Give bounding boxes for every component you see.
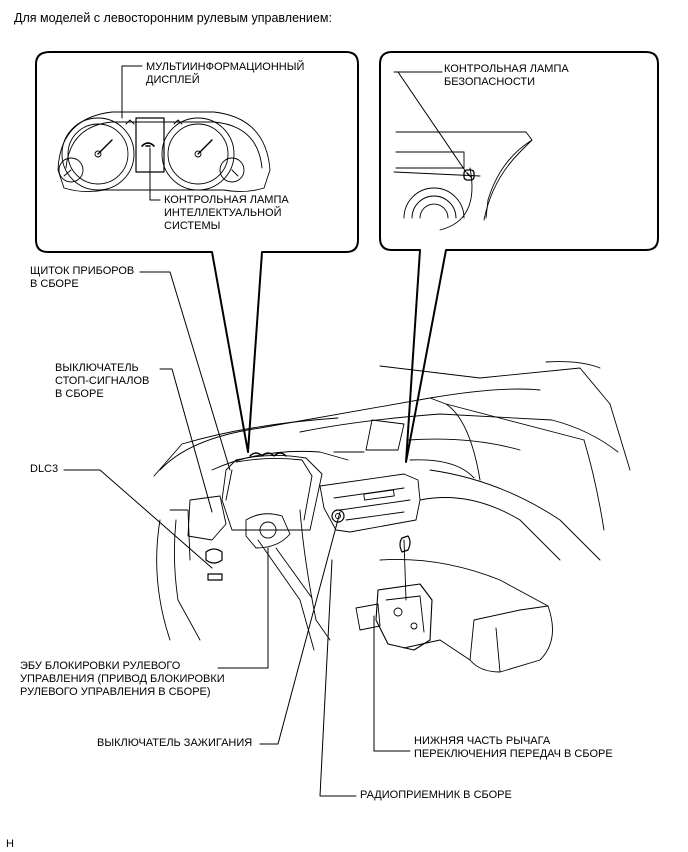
multi-display-label-1: МУЛЬТИИНФОРМАЦИОННЫЙ (146, 61, 305, 73)
dash-center-illustration (393, 131, 533, 231)
combination-meter-label-1: ЩИТОК ПРИБОРОВ (30, 265, 135, 277)
dashboard-illustration (153, 361, 631, 673)
stop-lamp-switch-label-1: ВЫКЛЮЧАТЕЛЬ (55, 362, 139, 374)
smart-lamp-label-1: КОНТРОЛЬНАЯ ЛАМПА (164, 194, 289, 206)
shift-lever-label-1: НИЖНЯЯ ЧАСТЬ РЫЧАГА (414, 735, 551, 747)
steering-lock-ecu-label-3: РУЛЕВОГО УПРАВЛЕНИЯ В СБОРЕ) (20, 686, 211, 698)
stop-lamp-switch-label-2: СТОП-СИГНАЛОВ (55, 375, 150, 387)
combination-meter-label-2: В СБОРЕ (30, 278, 79, 290)
dlc3-label: DLC3 (30, 463, 59, 475)
smart-lamp-label-3: СИСТЕМЫ (164, 220, 221, 232)
shift-lever-label-2: ПЕРЕКЛЮЧЕНИЯ ПЕРЕДАЧ В СБОРЕ (414, 748, 613, 760)
page-title: Для моделей с левосторонним рулевым упра… (14, 11, 332, 25)
smart-lamp-label-2: ИНТЕЛЛЕКТУАЛЬНОЙ (164, 207, 282, 219)
multi-display-label-2: ДИСПЛЕЙ (146, 74, 200, 86)
meter-illustration (57, 111, 271, 193)
callout-box-cluster (35, 51, 359, 453)
steering-lock-ecu-label-1: ЭБУ БЛОКИРОВКИ РУЛЕВОГО (20, 660, 181, 672)
callout-box-security (379, 51, 659, 463)
security-lamp-label-2: БЕЗОПАСНОСТИ (444, 76, 536, 88)
stop-lamp-switch-label-3: В СБОРЕ (55, 388, 104, 400)
ignition-switch-label: ВЫКЛЮЧАТЕЛЬ ЗАЖИГАНИЯ (97, 737, 253, 749)
steering-lock-ecu-label-2: УПРАВЛЕНИЯ (ПРИВОД БЛОКИРОВКИ (20, 673, 225, 685)
radio-receiver-label: РАДИОПРИЕМНИК В СБОРЕ (360, 789, 512, 801)
figure-code: H (6, 838, 14, 850)
security-lamp-label-1: КОНТРОЛЬНАЯ ЛАМПА (444, 63, 569, 75)
